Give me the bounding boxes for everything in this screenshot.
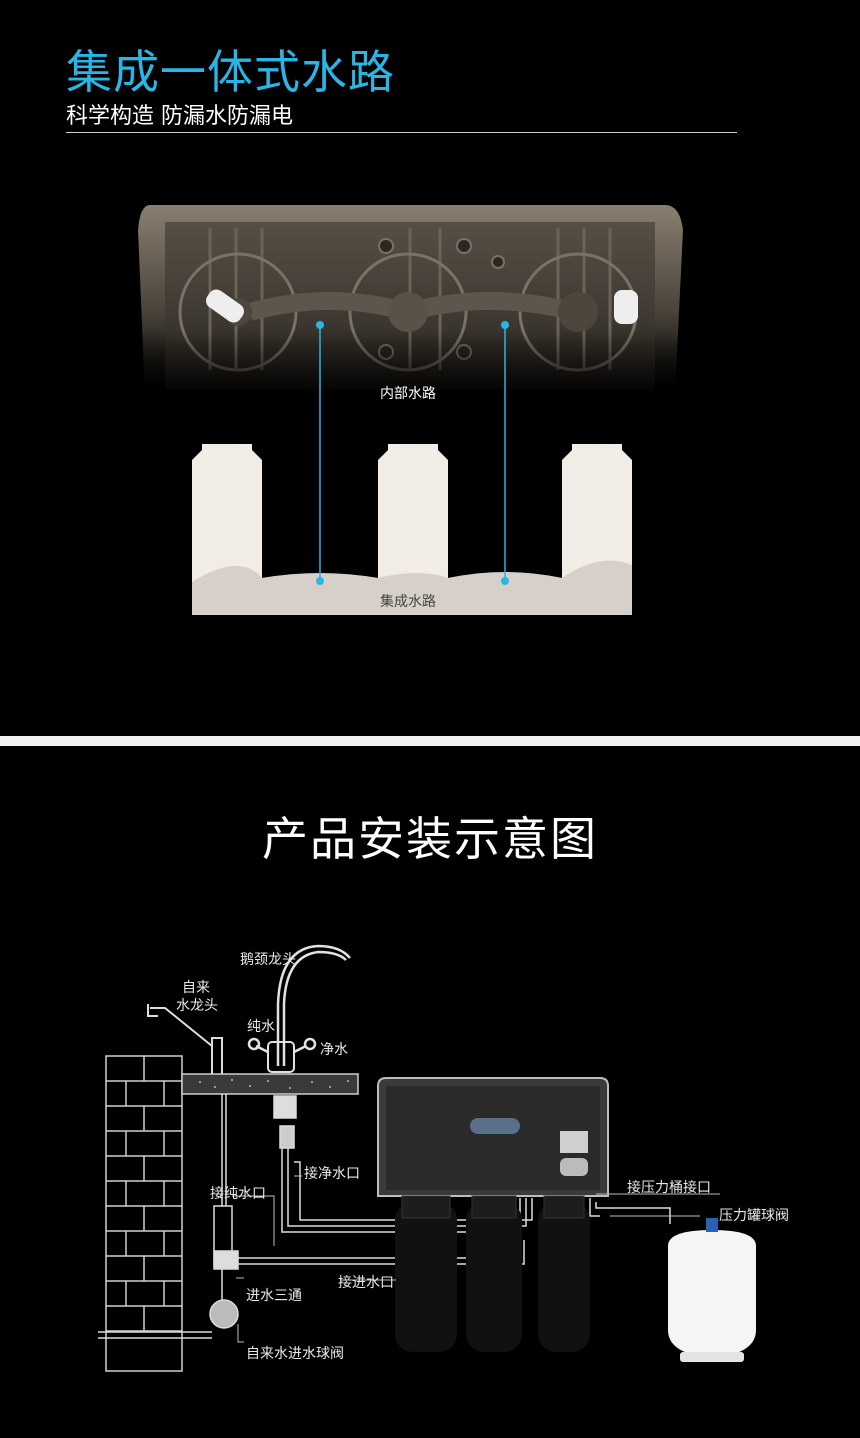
countertop <box>181 1073 359 1095</box>
tap-label-line2: 水龙头 <box>176 998 218 1014</box>
gooseneck-faucet-label: 鹅颈龙头 <box>240 952 296 968</box>
inner-waterway-label: 内部水路 <box>380 386 436 402</box>
tap-label-line1: 自来 <box>182 980 210 996</box>
pure-water-label: 纯水 <box>247 1019 275 1035</box>
inlet-tee-label: 进水三通 <box>246 1288 302 1304</box>
tank-port-label: 接压力桶接口 <box>627 1180 711 1196</box>
section-title: 产品安装示意图 <box>262 812 598 866</box>
section-divider <box>0 736 860 746</box>
installation-diagram-section: 产品安装示意图 <box>0 746 860 1438</box>
brick-wall <box>105 1055 183 1372</box>
connector-lines <box>319 325 506 581</box>
section-title: 集成一体式水路 <box>66 45 395 99</box>
inlet-ball-valve-label: 自来水进水球阀 <box>246 1346 344 1362</box>
title-divider <box>66 132 737 133</box>
callout-lines <box>232 1175 720 1343</box>
tank-valve-label: 压力罐球阀 <box>719 1208 789 1224</box>
section-subtitle: 科学构造 防漏水防漏电 <box>66 104 293 129</box>
waterway-illustration <box>138 205 698 615</box>
integrated-waterway-label: 集成水路 <box>380 594 436 610</box>
pressure-tank <box>668 1218 756 1362</box>
integrated-waterway-section: 集成一体式水路 科学构造 防漏水防漏电 <box>66 45 737 615</box>
unit-housing-interior <box>138 205 698 400</box>
clean-outlet-label: 接净水口 <box>304 1166 360 1182</box>
connector-dots <box>316 321 509 585</box>
inlet-port-label: 接进水口 <box>338 1275 394 1291</box>
installation-illustration <box>98 944 756 1372</box>
integrated-waterway-block <box>192 444 632 615</box>
pure-outlet-label: 接纯水口 <box>210 1186 266 1202</box>
clean-water-label: 净水 <box>320 1042 348 1058</box>
purifier-unit <box>377 1077 609 1352</box>
tap-water-faucet <box>147 1004 223 1074</box>
gooseneck-faucet <box>247 944 351 1073</box>
